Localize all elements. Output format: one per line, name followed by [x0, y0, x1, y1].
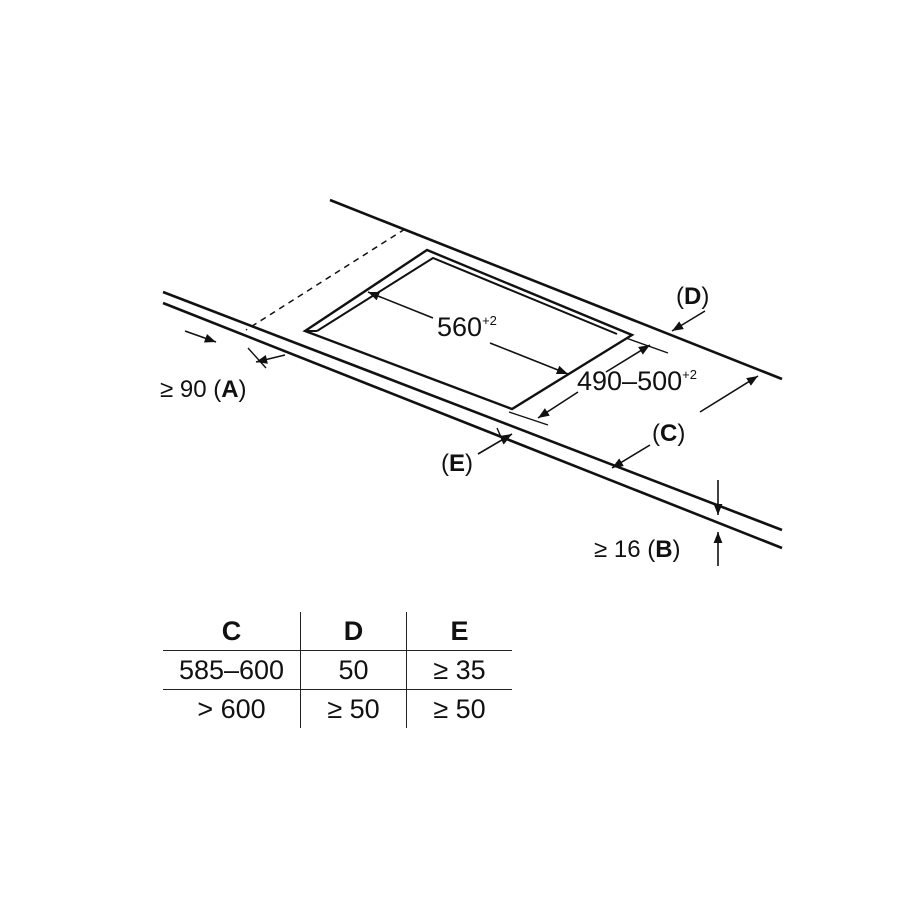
table-cell: ≥ 50 — [300, 689, 407, 728]
cutout-inner-edge — [316, 256, 618, 335]
table-cell: 50 — [300, 650, 407, 690]
width-dimension-arrow-right — [489, 342, 569, 375]
table-header-row: C D E — [163, 612, 512, 651]
cutout-outline — [302, 248, 635, 411]
depth-dimension-arrow-top — [605, 344, 651, 373]
e-dimension-tick — [496, 427, 505, 445]
a-dimension-tick — [247, 347, 267, 369]
table-cell: 585–600 — [163, 650, 301, 690]
width-dimension-label: 560+2 — [437, 312, 497, 342]
depth-ext-line-bottom — [508, 411, 549, 426]
c-dimension-arrow-bottom — [611, 444, 651, 469]
table-header-d: D — [300, 612, 407, 651]
table-cell: ≥ 50 — [406, 689, 512, 728]
d-dimension-arrow — [671, 310, 706, 332]
label-a: ≥ 90 (A) — [160, 376, 247, 403]
label-d: (D) — [676, 283, 709, 310]
label-e: (E) — [441, 450, 473, 477]
e-dimension-arrow — [477, 433, 513, 455]
a-dimension-arrow-right — [255, 354, 286, 364]
width-dimension-arrow-left — [367, 291, 434, 319]
dimension-table: C D E 585–600 50 ≥ 35 > 600 ≥ 50 ≥ 50 — [163, 612, 512, 728]
label-b: ≥ 16 (B) — [594, 536, 681, 563]
a-dimension-arrow-left — [184, 330, 217, 343]
table-header-c: C — [221, 615, 242, 646]
worktop-back-edge — [329, 198, 783, 381]
c-dimension-arrow-top — [699, 375, 759, 413]
depth-dimension-arrow-bottom — [537, 391, 579, 419]
table-row: 585–600 50 ≥ 35 — [163, 650, 512, 690]
table-row: > 600 ≥ 50 ≥ 50 — [163, 689, 512, 728]
worktop-front-edge-bottom — [162, 301, 783, 550]
depth-dimension-label: 490–500+2 — [577, 366, 697, 396]
depth-ext-line-top — [625, 337, 669, 354]
label-c: (C) — [652, 420, 685, 447]
table-cell: > 600 — [163, 689, 301, 728]
table-header-e: E — [406, 612, 512, 651]
table-cell: ≥ 35 — [406, 650, 512, 690]
dashed-reference-line — [245, 228, 406, 331]
worktop-front-edge-top — [162, 290, 783, 532]
